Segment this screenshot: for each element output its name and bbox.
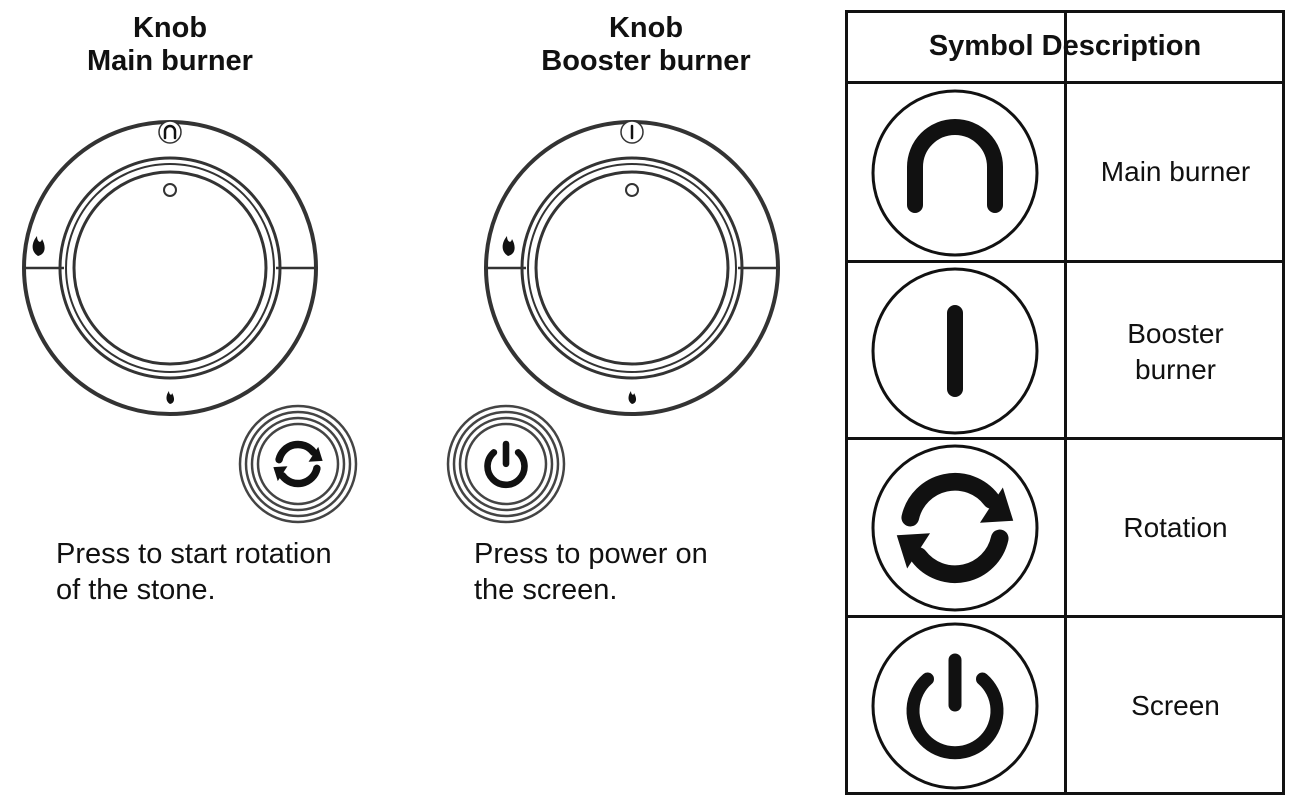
caption-line-1: Press to start rotation: [56, 538, 332, 570]
rotation-icon: [871, 444, 1039, 612]
main-burner-knob[interactable]: [10, 108, 330, 428]
table-column-divider: [1064, 10, 1067, 795]
label-line-2: burner: [1135, 354, 1216, 385]
knob-main-burner-title: Knob Main burner: [20, 12, 320, 78]
booster-burner-icon: [871, 267, 1039, 435]
table-row-divider: [845, 260, 1285, 263]
title-line-2: Main burner: [87, 45, 253, 77]
table-row-label: Screen: [1066, 688, 1285, 724]
knob-indicator-dot: [625, 183, 639, 197]
booster-burner-icon: [620, 120, 644, 144]
knob-ring: [520, 156, 744, 380]
power-caption: Press to power on the screen.: [474, 536, 708, 608]
table-row-label: Main burner: [1066, 154, 1285, 190]
table-row-label: Booster burner: [1066, 316, 1285, 388]
knob-outer-ring: [484, 120, 780, 416]
main-burner-icon: [871, 89, 1039, 257]
label-line-1: Screen: [1131, 690, 1220, 721]
label-line-1: Booster: [1127, 318, 1224, 349]
large-flame-icon: [32, 236, 45, 256]
small-flame-icon: [628, 391, 637, 404]
table-row-divider: [845, 81, 1285, 84]
large-flame-icon: [502, 236, 515, 256]
caption-line-2: of the stone.: [56, 574, 216, 606]
power-icon: [871, 622, 1039, 790]
knob-indicator-dot: [163, 183, 177, 197]
power-icon: [484, 440, 528, 489]
title-line-2: Booster burner: [541, 45, 751, 77]
caption-line-2: the screen.: [474, 574, 618, 606]
table-border-left: [845, 10, 848, 795]
symbol-table: Symbol Description Main burner Booster b…: [845, 10, 1285, 795]
table-header: Symbol Description: [928, 29, 1202, 62]
table-border-right: [1282, 10, 1285, 795]
knob-ring: [65, 163, 275, 373]
knob-ring: [72, 170, 268, 366]
title-line-1: Knob: [132, 12, 208, 44]
power-button[interactable]: [444, 402, 568, 526]
label-line-1: Rotation: [1123, 512, 1228, 543]
caption-line-1: Press to power on: [474, 538, 708, 570]
rotation-button[interactable]: [236, 402, 360, 526]
rotation-icon: [273, 440, 323, 488]
table-row-label: Rotation: [1066, 510, 1285, 546]
rotation-caption: Press to start rotation of the stone.: [56, 536, 332, 608]
knob-ring: [58, 156, 282, 380]
table-row-divider: [845, 437, 1285, 440]
booster-burner-knob[interactable]: [472, 108, 792, 428]
small-flame-icon: [166, 391, 175, 404]
knob-outer-ring: [22, 120, 318, 416]
table-row-divider: [845, 615, 1285, 618]
knob-ring: [534, 170, 730, 366]
label-line-1: Main burner: [1100, 156, 1251, 187]
title-line-1: Knob: [608, 12, 684, 44]
knob-ring: [527, 163, 737, 373]
main-burner-icon: [158, 120, 182, 144]
knob-booster-burner-title: Knob Booster burner: [496, 12, 796, 78]
